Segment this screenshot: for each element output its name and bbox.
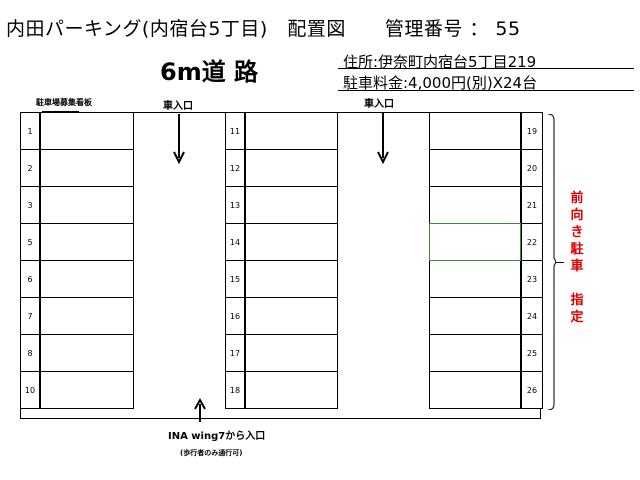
note-char xyxy=(570,275,584,292)
parking-space-10 xyxy=(40,371,134,409)
parking-space-20 xyxy=(429,149,521,187)
page-title: 内田パーキング(内宿台5丁目) 配置図 管理番号 ： 55 xyxy=(6,18,521,40)
side-brace xyxy=(548,114,556,410)
space-number-2: 2 xyxy=(20,149,40,187)
parking-space-1 xyxy=(40,112,134,150)
space-number-15: 15 xyxy=(225,260,245,298)
fee-underline xyxy=(338,90,634,91)
note-char: き xyxy=(570,225,584,240)
parking-space-5 xyxy=(40,223,134,261)
address-underline xyxy=(338,68,634,69)
parking-space-14 xyxy=(245,223,338,261)
parking-space-16 xyxy=(245,297,338,335)
car-entrance-right-label: 車入口 xyxy=(364,99,394,110)
fee-text: 駐車料金:4,000円(別)X24台 xyxy=(343,74,538,92)
note-char: 駐 xyxy=(570,242,584,257)
parking-space-18 xyxy=(245,371,338,409)
parking-space-22 xyxy=(429,223,521,261)
walk-entrance-arrow xyxy=(194,397,206,422)
parking-space-11 xyxy=(245,112,338,150)
parking-space-24 xyxy=(429,297,521,335)
space-number-26: 26 xyxy=(521,371,543,409)
front-parking-note: 前 向 き 駐 車 指 定 xyxy=(570,190,584,326)
space-number-18: 18 xyxy=(225,371,245,409)
entrance-arrow-right xyxy=(377,112,389,165)
space-number-12: 12 xyxy=(225,149,245,187)
walk-entrance-note: (歩行者のみ通行可) xyxy=(180,449,243,457)
sign-label: 駐車場募集看板 xyxy=(36,98,92,107)
entrance-arrow-left xyxy=(173,114,185,165)
brace-tick xyxy=(556,262,564,263)
space-number-10: 10 xyxy=(20,371,40,409)
walk-entrance-label: INA wing7から入口 xyxy=(168,431,266,442)
note-char: 定 xyxy=(570,310,584,325)
parking-space-15 xyxy=(245,260,338,298)
space-number-6: 6 xyxy=(20,260,40,298)
car-entrance-left-label: 車入口 xyxy=(163,101,193,112)
note-char: 向 xyxy=(570,208,584,223)
space-number-16: 16 xyxy=(225,297,245,335)
note-char: 前 xyxy=(570,191,584,206)
space-number-23: 23 xyxy=(521,260,543,298)
address-text: 住所:伊奈町内宿台5丁目219 xyxy=(343,53,537,71)
road-label: 6m道 路 xyxy=(160,58,259,86)
parking-space-26 xyxy=(429,371,521,409)
note-char: 指 xyxy=(570,293,584,308)
note-char: 車 xyxy=(570,259,584,274)
